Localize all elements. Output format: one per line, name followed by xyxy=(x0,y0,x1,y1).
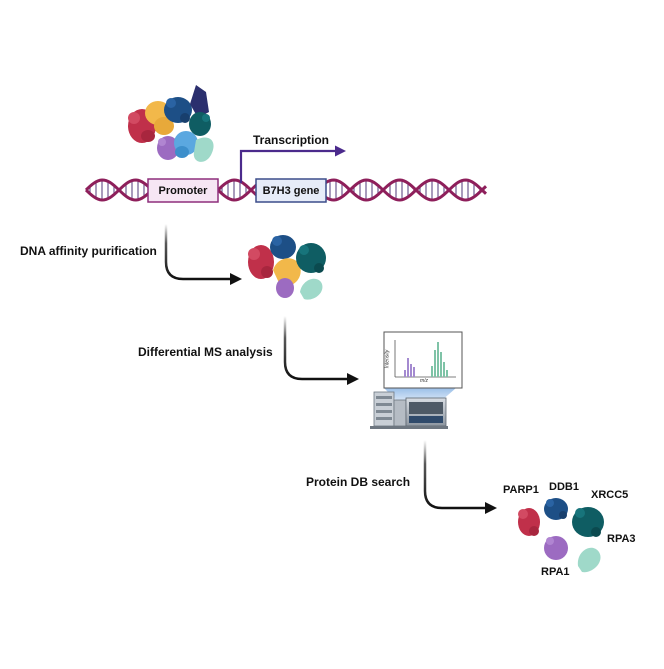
process-arrow-3 xyxy=(423,440,497,514)
protein-rpa3-shape xyxy=(577,547,601,573)
ms-peaks-green xyxy=(431,342,448,377)
b7h3-gene-box xyxy=(255,178,327,203)
step-label-dna-affinity-purification: DNA affinity purification xyxy=(20,244,157,258)
protein-blob-purple xyxy=(276,278,294,298)
transcription-arrow xyxy=(239,145,346,183)
process-arrow-1 xyxy=(164,224,242,285)
promoter-label: Promoter xyxy=(158,185,208,197)
protein-label-rpa1: RPA1 xyxy=(541,566,570,578)
protein-parp1-shape xyxy=(518,508,540,536)
protein-blob-blue xyxy=(164,97,192,123)
protein-complex-middle xyxy=(248,235,326,300)
promoter-box xyxy=(147,178,219,203)
protein-xrcc5-shape xyxy=(572,507,604,537)
protein-label-rpa3: RPA3 xyxy=(607,533,636,545)
ms-plot-frame xyxy=(383,331,463,389)
transcription-label: Transcription xyxy=(253,133,330,147)
protein-blob-mint xyxy=(193,137,214,162)
protein-blob-blue xyxy=(270,235,296,259)
step-label-differential-ms-analysis: Differential MS analysis xyxy=(138,345,273,359)
protein-blob-purple xyxy=(157,136,179,160)
ms-instrument xyxy=(370,391,448,429)
ms-plot-ylabel: Intensity xyxy=(384,349,391,369)
ms-peaks-purple xyxy=(404,358,415,377)
identified-proteins xyxy=(518,498,604,573)
mass-spectrometer xyxy=(370,331,463,429)
protein-label-parp1: PARP1 xyxy=(503,484,539,496)
b7h3-gene-label: B7H3 gene xyxy=(262,185,320,197)
step-label-protein-db-search: Protein DB search xyxy=(306,475,411,489)
protein-blob-teal xyxy=(296,243,326,273)
protein-blob-yellow xyxy=(273,258,301,287)
process-arrow-2 xyxy=(283,316,359,385)
protein-rpa1-shape xyxy=(544,536,568,560)
protein-label-ddb1: DDB1 xyxy=(549,481,579,493)
protein-blob-lightblue xyxy=(174,131,198,158)
protein-blob-navy xyxy=(189,85,211,136)
protein-complex-top xyxy=(128,85,214,162)
protein-ddb1-shape xyxy=(544,498,568,520)
protein-blob-mint xyxy=(300,278,323,300)
protein-blob-red xyxy=(248,245,274,279)
protein-label-xrcc5: XRCC5 xyxy=(591,489,629,501)
ms-plot-xlabel: m/z xyxy=(420,378,429,384)
